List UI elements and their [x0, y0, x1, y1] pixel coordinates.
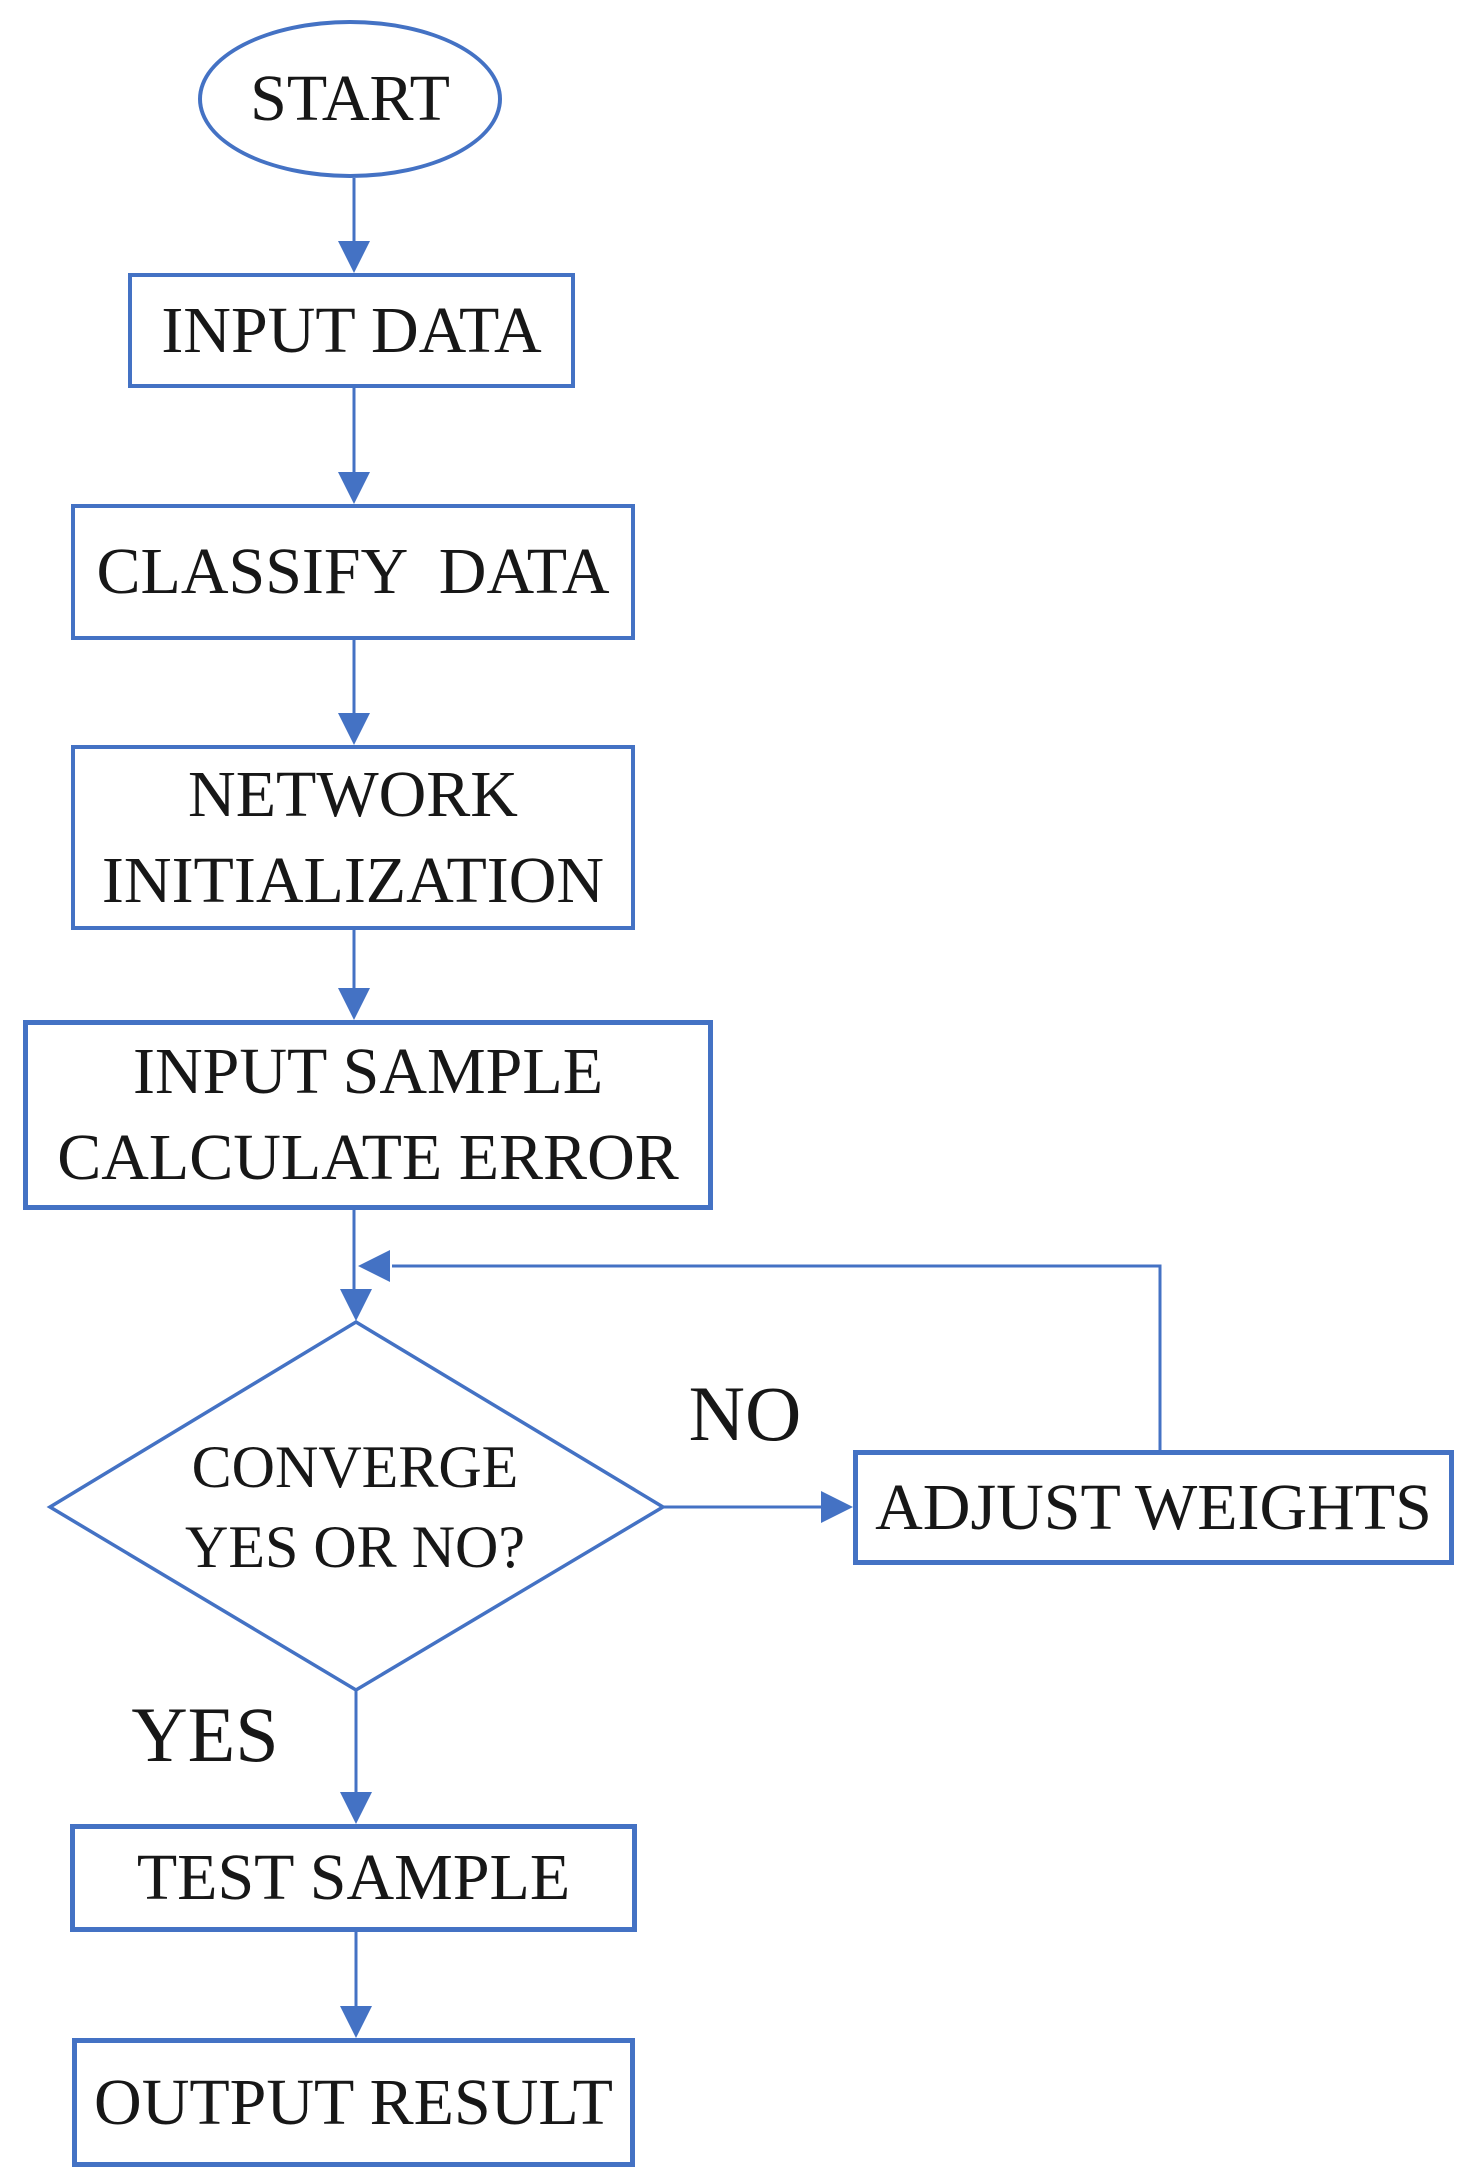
node-classify-data: CLASSIFY DATA	[71, 504, 635, 640]
node-adjust-weights-label: ADJUST WEIGHTS	[875, 1470, 1432, 1544]
node-start-label: START	[250, 62, 450, 136]
arrowhead-into-classify	[338, 472, 370, 504]
converge-decision-shape	[46, 1319, 667, 1693]
arrowhead-into-adjust-weights	[821, 1491, 853, 1523]
node-converge-decision-label: CONVERGE YES OR NO?	[185, 1434, 525, 1580]
edge-adjust-weights-feedback	[392, 1264, 1162, 1450]
node-input-data-label: INPUT DATA	[161, 293, 542, 367]
edge-label-yes-text: YES	[131, 1691, 279, 1778]
arrowhead-into-output-result	[340, 2006, 372, 2038]
node-classify-data-label: CLASSIFY DATA	[96, 535, 610, 609]
node-output-result-label: OUTPUT RESULT	[94, 2065, 613, 2139]
edge-label-no-text: NO	[688, 1370, 802, 1457]
node-test-sample: TEST SAMPLE	[70, 1824, 637, 1932]
arrowhead-into-converge	[340, 1289, 372, 1321]
node-network-initialization: NETWORK INITIALIZATION	[71, 745, 635, 930]
node-converge-decision: CONVERGE YES OR NO?	[120, 1410, 590, 1605]
node-input-data: INPUT DATA	[128, 273, 575, 388]
arrowhead-feedback-left	[358, 1250, 390, 1282]
arrowhead-into-network-init	[338, 713, 370, 745]
arrowhead-into-input-data	[338, 241, 370, 273]
node-start: START	[198, 20, 502, 178]
node-input-sample-calculate-error: INPUT SAMPLE CALCULATE ERROR	[23, 1020, 713, 1210]
node-adjust-weights: ADJUST WEIGHTS	[853, 1450, 1454, 1565]
arrowhead-into-input-sample	[338, 988, 370, 1020]
edge-label-no: NO	[655, 1368, 835, 1460]
node-output-result: OUTPUT RESULT	[72, 2038, 635, 2167]
node-input-sample-calculate-error-label: INPUT SAMPLE CALCULATE ERROR	[57, 1035, 679, 1194]
arrowhead-into-test-sample	[340, 1792, 372, 1824]
node-test-sample-label: TEST SAMPLE	[136, 1841, 571, 1915]
edge-label-yes: YES	[100, 1691, 310, 1778]
node-network-initialization-label: NETWORK INITIALIZATION	[101, 757, 605, 917]
